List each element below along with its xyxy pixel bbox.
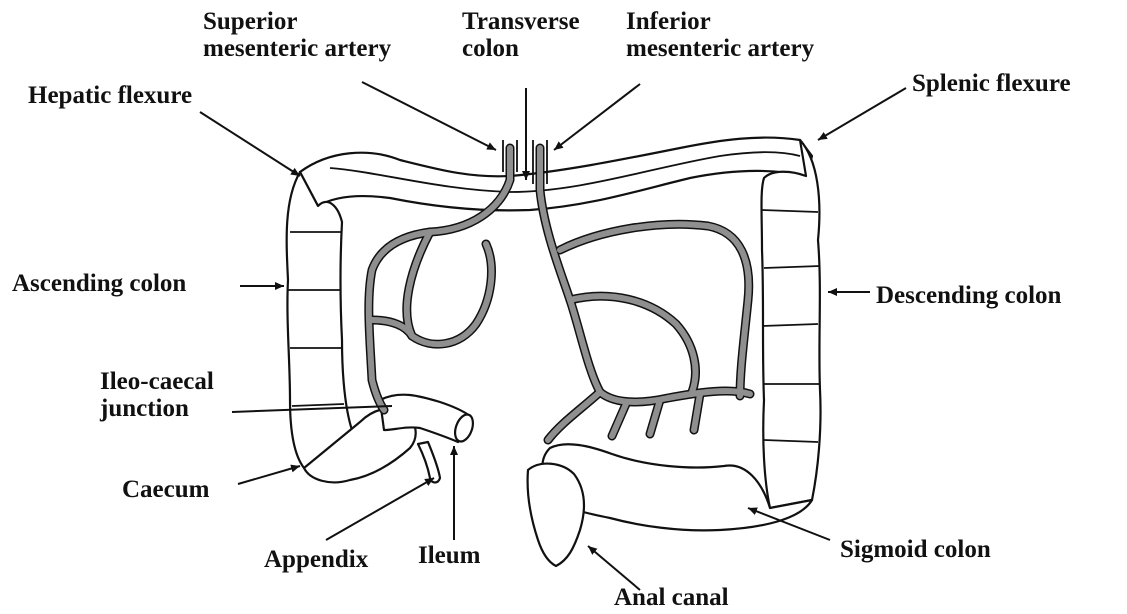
label-splenic-flexure: Splenic flexure <box>912 70 1071 97</box>
anal-canal-shape <box>528 464 584 566</box>
label-descending-colon: Descending colon <box>876 282 1061 309</box>
pointer-splenic-flexure <box>818 88 906 140</box>
label-hepatic-flexure: Hepatic flexure <box>28 82 192 109</box>
pointer-appendix <box>326 478 434 540</box>
label-appendix: Appendix <box>264 546 368 573</box>
label-transverse-colon: Transverse colon <box>462 8 580 62</box>
label-caecum: Caecum <box>122 476 209 503</box>
pointer-caecum <box>238 466 300 484</box>
label-sigmoid-colon: Sigmoid colon <box>840 536 991 563</box>
label-anal-canal: Anal canal <box>614 584 729 611</box>
pointer-superior-mesenteric-artery <box>362 82 496 150</box>
pointer-inferior-mesenteric-artery <box>554 84 640 150</box>
label-superior-mesenteric-artery: Superior mesenteric artery <box>203 8 391 62</box>
label-inferior-mesenteric-artery: Inferior mesenteric artery <box>626 8 814 62</box>
ascending-colon-shape <box>287 172 360 474</box>
appendix-shape <box>418 442 440 483</box>
label-ileo-caecal-junction: Ileo-caecal junction <box>100 368 214 422</box>
label-ileum: Ileum <box>418 542 481 569</box>
pointer-hepatic-flexure <box>200 112 300 176</box>
label-ascending-colon: Ascending colon <box>12 270 186 297</box>
